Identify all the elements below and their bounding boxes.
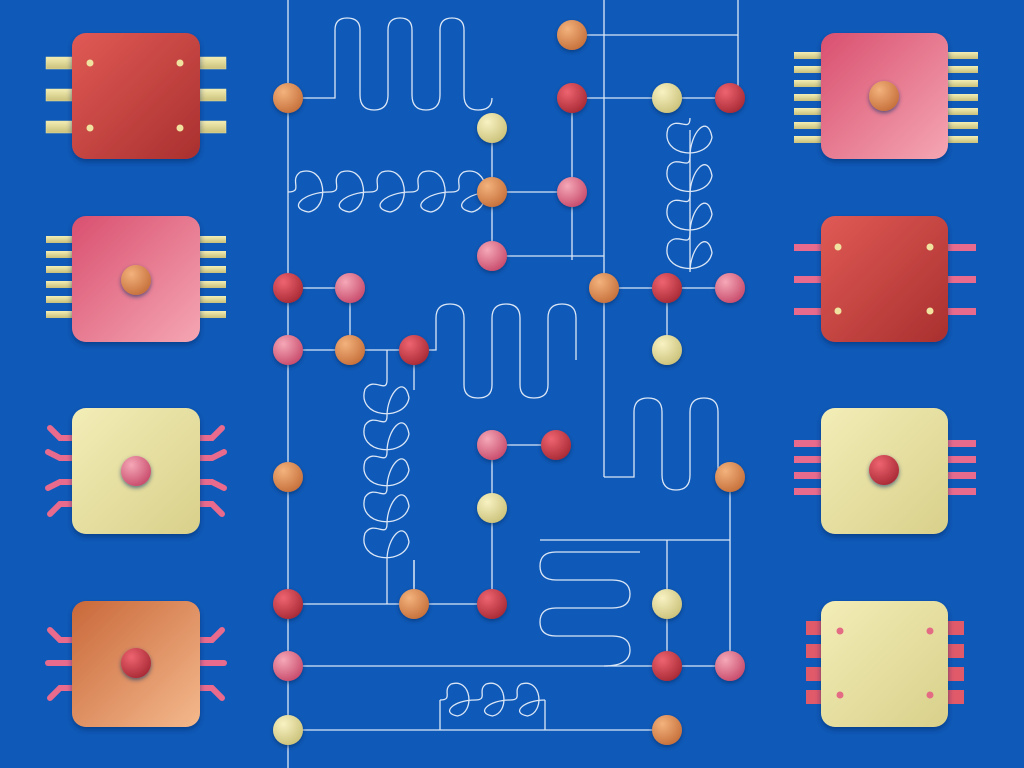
circuit-node [652, 651, 682, 681]
circuit-node [335, 273, 365, 303]
circuit-node [335, 335, 365, 365]
circuit-node [273, 273, 303, 303]
circuit-node [589, 273, 619, 303]
chip-body [821, 216, 948, 342]
meanders [288, 17, 730, 667]
chip-pins [794, 440, 976, 495]
circuit-node [273, 715, 303, 745]
circuit-node [477, 589, 507, 619]
coils [287, 117, 713, 730]
circuit-node [273, 335, 303, 365]
chip-right-4 [806, 601, 964, 727]
coil-upper-right [666, 117, 713, 273]
chip-pins [45, 56, 227, 134]
chip-leads [45, 627, 227, 701]
circuit-node [273, 83, 303, 113]
circuit-node [652, 335, 682, 365]
chip-leads [45, 425, 227, 517]
circuit-node [715, 83, 745, 113]
meander-top [288, 17, 493, 111]
meander-middle [414, 303, 577, 399]
chip-right-3 [794, 408, 976, 534]
chip-right-2 [794, 216, 976, 342]
chip-dot [869, 81, 899, 111]
chip-body [821, 601, 948, 727]
circuit-node [557, 83, 587, 113]
circuit-nodes [273, 20, 745, 745]
chip-pins [46, 236, 226, 318]
circuit-node [715, 273, 745, 303]
chip-dot [121, 648, 151, 678]
meander-bottom [539, 551, 640, 667]
circuit-node [477, 493, 507, 523]
circuit-node [557, 177, 587, 207]
chip-left-2 [46, 216, 226, 342]
chip-left-1 [45, 33, 227, 159]
circuit-node [652, 715, 682, 745]
circuit-node [477, 430, 507, 460]
chip-dot [869, 455, 899, 485]
circuit-node [715, 462, 745, 492]
coil-bottom [439, 682, 546, 717]
circuit-node [273, 462, 303, 492]
chip-left-4 [45, 601, 227, 727]
chip-dot [121, 456, 151, 486]
circuit-node [715, 651, 745, 681]
circuit-node [399, 589, 429, 619]
circuit-node [273, 589, 303, 619]
circuit-node [541, 430, 571, 460]
chip-pins [794, 52, 978, 143]
chip-dot [121, 265, 151, 295]
chip-left-3 [45, 408, 227, 534]
circuit-node [273, 651, 303, 681]
circuit-node [477, 177, 507, 207]
chip-body [72, 33, 200, 159]
coil-middle-left [363, 379, 410, 561]
circuit-node [652, 589, 682, 619]
circuit-node [399, 335, 429, 365]
circuit-node [477, 241, 507, 271]
coil-upper-left [287, 170, 493, 213]
circuit-node [557, 20, 587, 50]
meander-right [604, 397, 730, 491]
circuit-node [652, 83, 682, 113]
chip-pins [794, 244, 976, 315]
circuit-node [477, 113, 507, 143]
chip-right-1 [794, 33, 978, 159]
circuit-node [652, 273, 682, 303]
